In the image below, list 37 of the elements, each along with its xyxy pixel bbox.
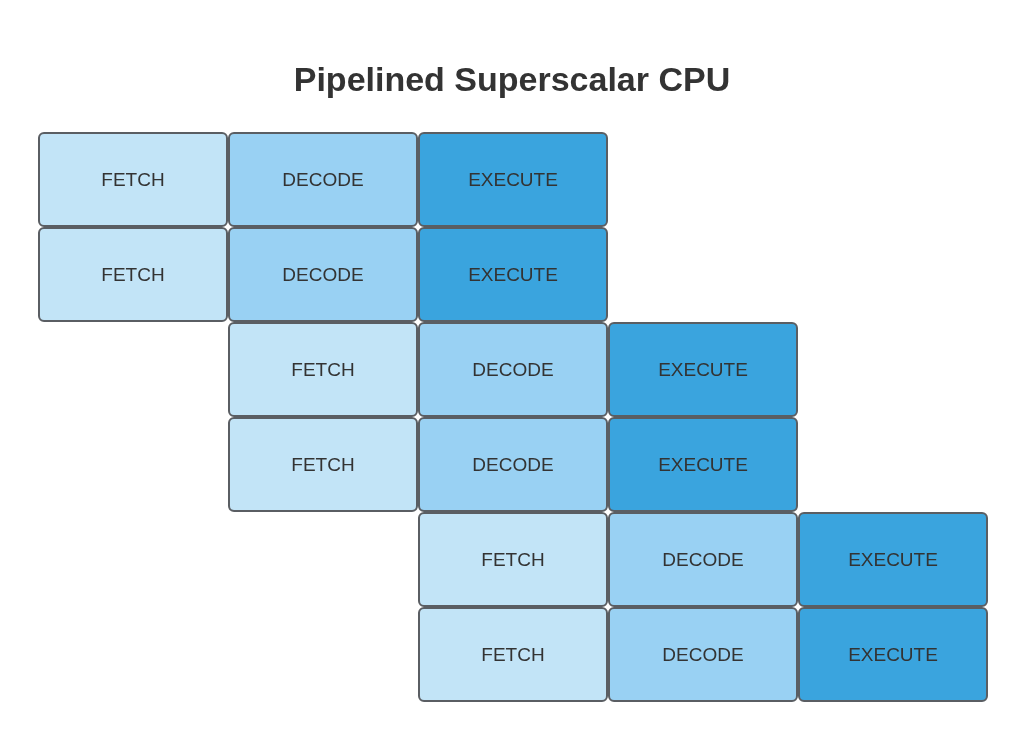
decode-stage-box xyxy=(228,132,418,227)
decode-stage-box xyxy=(228,227,418,322)
execute-stage-box xyxy=(798,607,988,702)
execute-stage-box xyxy=(608,322,798,417)
stage-label: DECODE xyxy=(282,168,364,191)
diagram-title: Pipelined Superscalar CPU xyxy=(292,60,732,99)
fetch-stage-box xyxy=(38,227,228,322)
fetch-stage-box xyxy=(38,132,228,227)
stage-label: DECODE xyxy=(282,263,364,286)
stage-label: DECODE xyxy=(662,548,744,571)
decode-stage-box xyxy=(608,512,798,607)
stage-label: EXECUTE xyxy=(468,168,558,191)
stage-label: FETCH xyxy=(101,263,165,286)
stage-label: EXECUTE xyxy=(848,643,938,666)
stage-label: DECODE xyxy=(472,358,554,381)
stage-label: EXECUTE xyxy=(658,358,748,381)
execute-stage-box xyxy=(418,227,608,322)
decode-stage-box xyxy=(418,417,608,512)
stage-label: FETCH xyxy=(101,168,165,191)
execute-stage-box xyxy=(798,512,988,607)
stage-label: EXECUTE xyxy=(468,263,558,286)
decode-stage-box xyxy=(418,322,608,417)
fetch-stage-box xyxy=(418,607,608,702)
stage-label: DECODE xyxy=(472,453,554,476)
fetch-stage-box xyxy=(418,512,608,607)
fetch-stage-box xyxy=(228,322,418,417)
stage-label: FETCH xyxy=(291,358,355,381)
fetch-stage-box xyxy=(228,417,418,512)
stage-label: FETCH xyxy=(481,643,545,666)
decode-stage-box xyxy=(608,607,798,702)
stage-label: DECODE xyxy=(662,643,744,666)
execute-stage-box xyxy=(418,132,608,227)
stage-label: FETCH xyxy=(481,548,545,571)
stage-label: EXECUTE xyxy=(658,453,748,476)
execute-stage-box xyxy=(608,417,798,512)
stage-label: EXECUTE xyxy=(848,548,938,571)
stage-label: FETCH xyxy=(291,453,355,476)
